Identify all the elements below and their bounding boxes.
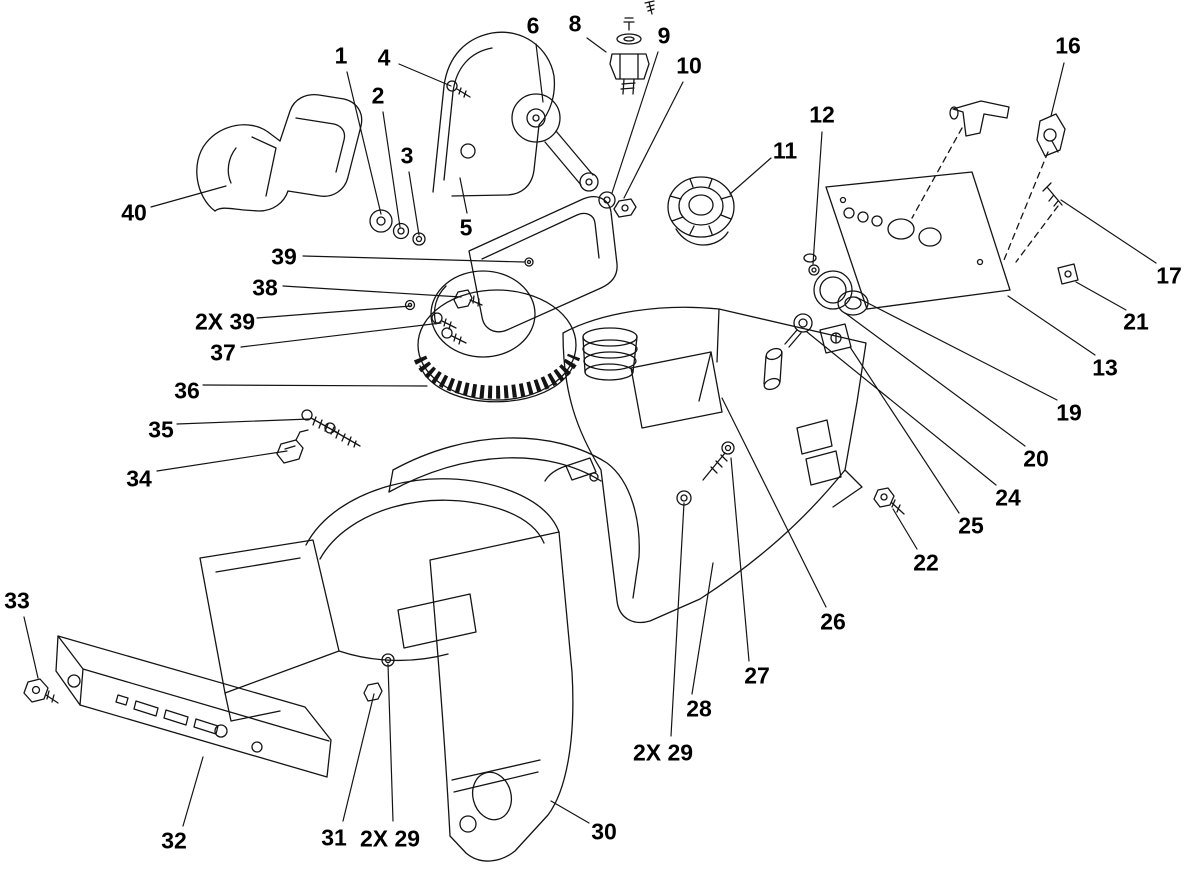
part-callout-33-28: 33 <box>4 587 30 614</box>
part-5-bracket-and-pulley <box>432 31 599 197</box>
part-controls-cluster <box>763 253 869 391</box>
part-21-clip <box>1057 263 1079 285</box>
part-callout-37-32: 37 <box>210 339 236 366</box>
part-36-gear-assembly <box>404 270 581 403</box>
part-callout-22-19: 22 <box>913 549 939 576</box>
part-40-cover <box>196 93 363 212</box>
part-callout-4-1: 4 <box>377 44 391 71</box>
part-callout-35-30: 35 <box>148 416 174 443</box>
part-callout-32-27: 32 <box>161 827 187 854</box>
part-callout-19-15: 19 <box>1056 399 1082 426</box>
part-bellows <box>582 327 638 381</box>
part-11-cap <box>667 176 735 246</box>
part-30-housing <box>199 478 574 862</box>
part-32-frame-bar <box>55 635 332 778</box>
part-fuel-valve <box>949 100 1010 137</box>
part-callout-3-3: 3 <box>400 142 414 169</box>
part-34-bracket <box>276 429 309 464</box>
part-frame-band <box>388 437 640 599</box>
part-callout-16-11: 16 <box>1055 32 1081 59</box>
part-callout-25-18: 25 <box>958 512 984 539</box>
part-callout-11-9: 11 <box>772 137 798 164</box>
alignment-dashed-lines <box>911 127 1059 263</box>
part-callout-21-13: 21 <box>1123 308 1149 335</box>
part-callout-2x-39-33: 2X 39 <box>194 308 256 335</box>
part-callout-31-25: 31 <box>321 824 347 851</box>
part-callout-17-12: 17 <box>1156 262 1182 289</box>
part-8-fitting <box>609 17 650 95</box>
part-callout-1-0: 1 <box>334 42 348 69</box>
part-small-screw-top <box>644 0 655 15</box>
part-callout-30-24: 30 <box>591 818 617 845</box>
part-callout-28-22: 28 <box>686 695 712 722</box>
part-callout-24-17: 24 <box>995 484 1021 511</box>
leader-lines <box>23 37 1157 827</box>
part-callout-2-2: 2 <box>371 82 385 109</box>
part-callout-10-8: 10 <box>676 52 702 79</box>
part-callout-2x-29-26: 2X 29 <box>359 825 421 852</box>
part-13-panel <box>825 171 1011 310</box>
part-27-screw <box>702 441 735 481</box>
part-35-screws <box>301 409 361 448</box>
part-17-screw <box>1042 182 1063 207</box>
part-callout-9-7: 9 <box>657 22 671 49</box>
part-callout-40-36: 40 <box>121 199 147 226</box>
part-1-2-3-washers <box>369 209 426 246</box>
part-callout-6-5: 6 <box>526 12 540 39</box>
part-callout-20-16: 20 <box>1023 445 1049 472</box>
part-33-bolt <box>23 678 59 704</box>
part-callout-12-10: 12 <box>809 101 835 128</box>
part-callout-8-6: 8 <box>568 10 582 37</box>
part-callout-26-20: 26 <box>820 608 846 635</box>
part-26-body <box>562 306 867 624</box>
part-22-bolt <box>873 487 905 515</box>
part-callout-5-4: 5 <box>459 214 473 241</box>
part-callout-13-14: 13 <box>1092 354 1118 381</box>
part-29-washer-right <box>676 490 692 506</box>
part-callout-39-35: 39 <box>271 243 297 270</box>
part-9-10-washer-nut <box>598 191 637 218</box>
part-callout-38-34: 38 <box>252 274 278 301</box>
part-callout-27-21: 27 <box>744 662 770 689</box>
part-callout-2x-29-23: 2X 29 <box>632 739 694 766</box>
part-callout-34-29: 34 <box>126 465 152 492</box>
part-tank-top <box>468 196 618 333</box>
part-16-bracket <box>1036 113 1066 157</box>
part-callout-36-31: 36 <box>174 377 200 404</box>
